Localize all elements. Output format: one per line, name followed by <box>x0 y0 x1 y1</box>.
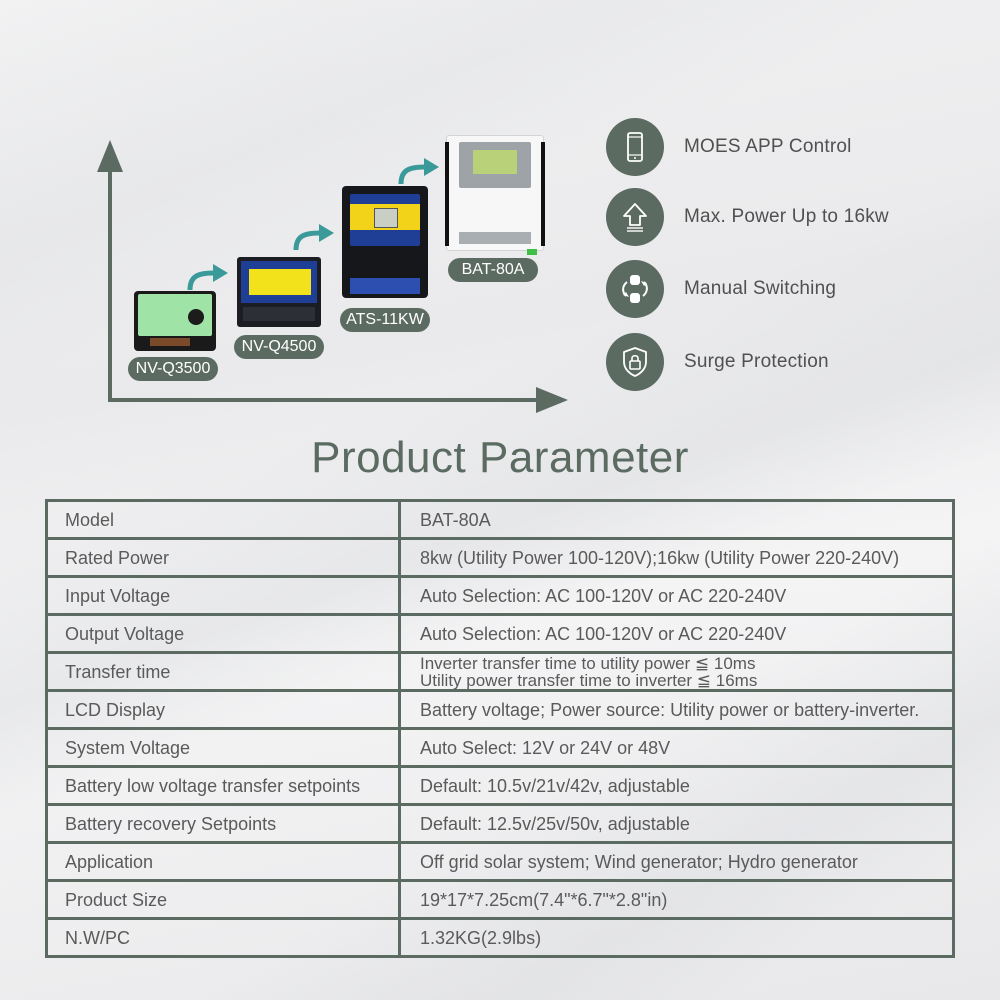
param-value: Default: 10.5v/21v/42v, adjustable <box>398 765 955 806</box>
feature-item-surge-protection: Surge Protection <box>606 333 946 391</box>
feature-label: Surge Protection <box>684 351 829 372</box>
horizontal-axis <box>108 398 548 402</box>
table-row: LCD Display Battery voltage; Power sourc… <box>45 689 955 730</box>
table-row: Output Voltage Auto Selection: AC 100-12… <box>45 613 955 654</box>
section-title: Product Parameter <box>311 433 689 482</box>
param-value: 8kw (Utility Power 100-120V);16kw (Utili… <box>398 537 955 578</box>
vertical-axis <box>108 150 112 402</box>
param-value: BAT-80A <box>398 499 955 540</box>
step-arrow-icon <box>292 222 336 252</box>
feature-item-manual-switching: Manual Switching <box>606 260 946 318</box>
param-value: Inverter transfer time to utility power … <box>398 651 955 692</box>
smartphone-icon <box>606 118 664 176</box>
feature-item-app-control: MOES APP Control <box>606 118 946 176</box>
param-key: Product Size <box>45 879 401 920</box>
product-image-nv-q4500 <box>237 257 321 327</box>
model-label-bat-80a: BAT-80A <box>448 258 538 282</box>
param-key: Model <box>45 499 401 540</box>
param-value-line: Inverter transfer time to utility power … <box>420 653 756 673</box>
param-value: Battery voltage; Power source: Utility p… <box>398 689 955 730</box>
param-key: Output Voltage <box>45 613 401 654</box>
table-row: N.W/PC 1.32KG(2.9lbs) <box>45 917 955 958</box>
shield-lock-icon <box>606 333 664 391</box>
table-row: System Voltage Auto Select: 12V or 24V o… <box>45 727 955 768</box>
switch-cycle-icon <box>606 260 664 318</box>
table-row: Application Off grid solar system; Wind … <box>45 841 955 882</box>
param-value: Auto Selection: AC 100-120V or AC 220-24… <box>398 613 955 654</box>
param-key: Battery low voltage transfer setpoints <box>45 765 401 806</box>
product-image-ats-11kw <box>342 186 428 298</box>
param-value: Auto Selection: AC 100-120V or AC 220-24… <box>398 575 955 616</box>
table-row: Product Size 19*17*7.25cm(7.4"*6.7"*2.8"… <box>45 879 955 920</box>
param-key: Input Voltage <box>45 575 401 616</box>
model-label-nv-q3500: NV-Q3500 <box>128 357 218 381</box>
param-key: Rated Power <box>45 537 401 578</box>
param-value-line: Utility power transfer time to inverter … <box>420 670 758 690</box>
arrow-right-icon <box>536 387 568 413</box>
param-key: Application <box>45 841 401 882</box>
param-value: Default: 12.5v/25v/50v, adjustable <box>398 803 955 844</box>
param-value: 19*17*7.25cm(7.4"*6.7"*2.8"in) <box>398 879 955 920</box>
product-image-bat-80a <box>445 135 545 255</box>
model-label-nv-q4500: NV-Q4500 <box>234 335 324 359</box>
table-row: Rated Power 8kw (Utility Power 100-120V)… <box>45 537 955 578</box>
feature-item-max-power: Max. Power Up to 16kw <box>606 188 946 246</box>
table-row: Model BAT-80A <box>45 499 955 540</box>
table-row: Transfer time Inverter transfer time to … <box>45 651 955 692</box>
table-row: Input Voltage Auto Selection: AC 100-120… <box>45 575 955 616</box>
product-image-nv-q3500 <box>134 291 216 351</box>
model-label-ats-11kw: ATS-11KW <box>340 308 430 332</box>
param-value: 1.32KG(2.9lbs) <box>398 917 955 958</box>
param-value: Off grid solar system; Wind generator; H… <box>398 841 955 882</box>
param-key: LCD Display <box>45 689 401 730</box>
param-key: Transfer time <box>45 651 401 692</box>
arrow-up-icon <box>606 188 664 246</box>
arrow-up-icon <box>97 140 123 172</box>
feature-label: Manual Switching <box>684 278 837 299</box>
table-row: Battery recovery Setpoints Default: 12.5… <box>45 803 955 844</box>
parameter-table: Model BAT-80A Rated Power 8kw (Utility P… <box>45 499 955 958</box>
param-key: N.W/PC <box>45 917 401 958</box>
param-value: Auto Select: 12V or 24V or 48V <box>398 727 955 768</box>
step-arrow-icon <box>397 156 441 186</box>
step-arrow-icon <box>186 262 230 292</box>
param-key: System Voltage <box>45 727 401 768</box>
feature-label: MOES APP Control <box>684 136 852 157</box>
param-key: Battery recovery Setpoints <box>45 803 401 844</box>
table-row: Battery low voltage transfer setpoints D… <box>45 765 955 806</box>
feature-label: Max. Power Up to 16kw <box>684 206 889 227</box>
